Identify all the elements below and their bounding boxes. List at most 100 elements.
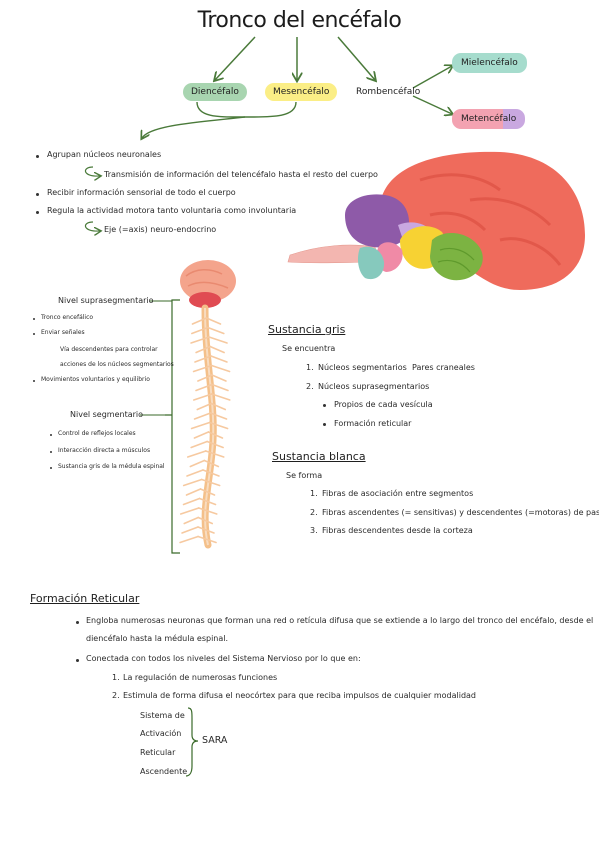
spinal-nerve — [182, 497, 201, 506]
spinal-nerve — [195, 383, 213, 392]
bullet — [33, 333, 35, 335]
hook-arrow-1 — [85, 166, 100, 176]
gris-item-1: Núcleos segmentarios — [318, 363, 407, 372]
brain-occipital — [345, 194, 410, 248]
gris-item-1-extra: Pares craneales — [412, 363, 475, 372]
spinal-nerve — [208, 336, 228, 344]
reticular-num-2: 2. — [112, 691, 120, 700]
bracket-spine-left — [165, 299, 180, 554]
spinal-nerve — [206, 440, 224, 449]
brain-cerebrum — [379, 151, 585, 290]
reticular-bullet2: Conectada con todos los niveles del Sist… — [86, 654, 361, 663]
arrow-to-functions — [142, 116, 246, 138]
bullet — [33, 318, 35, 320]
arrow-diencefalo — [215, 36, 256, 80]
blanca-num-2: 2. — [310, 508, 318, 517]
gris-num-2: 2. — [306, 382, 314, 391]
seg-item-1: Control de reflejos locales — [58, 430, 136, 437]
spinal-nerve — [199, 488, 216, 496]
bullet — [36, 211, 39, 214]
spinal-nerve — [197, 516, 214, 525]
spinal-nerve — [203, 459, 220, 468]
spinal-nerve — [191, 317, 208, 325]
subdivision-mielencefalo: Mielencéfalo — [452, 53, 527, 73]
spinal-nerve — [197, 535, 217, 544]
bullet — [76, 659, 79, 662]
spine-brain-head — [180, 260, 236, 302]
spinal-nerve — [207, 326, 225, 335]
gris-subitem-2: Formación reticular — [334, 419, 412, 428]
segmentario-title: Nivel segmentario — [70, 410, 144, 419]
brain-gyri — [419, 173, 562, 266]
bracket-sara — [185, 707, 199, 777]
division-diencefalo: Diencéfalo — [183, 83, 247, 101]
spinal-nerve — [210, 393, 231, 401]
spinal-nerve — [210, 355, 228, 363]
brain-cerebellum — [430, 233, 483, 281]
spine-brain-gyri — [185, 269, 229, 289]
bullet — [50, 434, 52, 436]
arrow-mielencefalo — [412, 66, 452, 89]
spinal-nerve — [202, 469, 220, 477]
spinal-nerve — [189, 459, 206, 468]
spinal-nerve — [196, 402, 213, 411]
sara-word-2: Activación — [140, 729, 182, 738]
sara-word-4: Ascendente — [140, 767, 188, 776]
reticular-title: Formación Reticular — [30, 592, 140, 605]
division-mesencefalo: Mesencéfalo — [265, 83, 338, 101]
spinal-nerve — [209, 412, 228, 420]
spinal-nerve — [200, 478, 221, 487]
spinal-nerve — [211, 374, 227, 382]
seg-item-3: Sustancia gris de la médula espinal — [58, 463, 165, 470]
spinal-nerve — [190, 336, 210, 344]
bullet — [76, 621, 79, 624]
blanca-num-1: 1. — [310, 489, 318, 498]
spinal-nerve — [192, 364, 213, 373]
function-item-2: Recibir información sensorial de todo el… — [47, 188, 236, 197]
sara-word-1: Sistema de — [140, 711, 185, 720]
gris-subitem-1: Propios de cada vesícula — [334, 400, 433, 409]
sara-acronym: SARA — [202, 735, 228, 746]
spinal-nerve — [211, 383, 229, 392]
bullet — [50, 467, 52, 469]
reticular-bullet1-line2: diencéfalo hasta la médula espinal. — [86, 634, 229, 643]
suprasegmentario-title: Nivel suprasegmentario — [58, 296, 154, 305]
reticular-item-2: Estimula de forma difusa el neocórtex pa… — [123, 691, 477, 700]
hook-arrow-2 — [85, 221, 100, 231]
spinal-nerve — [190, 421, 211, 430]
spinal-nerve — [186, 450, 207, 458]
blanca-item-3: Fibras descendentes desde la corteza — [322, 526, 473, 535]
spinal-nerves — [179, 317, 231, 544]
blanca-title: Sustancia blanca — [272, 450, 366, 463]
supra-item-2: Enviar señales — [41, 329, 85, 336]
function-item-3: Regula la actividad motora tanto volunta… — [47, 206, 297, 215]
spinal-nerve — [207, 431, 224, 439]
bullet — [36, 155, 39, 158]
spinal-nerve — [197, 374, 213, 382]
spinal-nerve — [204, 450, 225, 458]
supra-item-1: Tronco encefálico — [41, 314, 94, 321]
reticular-bullet1-line1: Engloba numerosas neuronas que forman un… — [86, 616, 594, 625]
spinal-nerve — [183, 516, 200, 525]
spinal-nerve — [191, 326, 209, 335]
function-sub-2: Eje (=axis) neuro-endocrino — [104, 225, 217, 234]
blanca-intro: Se forma — [286, 471, 323, 480]
bullet — [36, 193, 39, 196]
blanca-item-2: Fibras ascendentes (= sensitivas) y desc… — [322, 508, 599, 517]
spinal-nerve — [192, 393, 213, 401]
gris-num-1: 1. — [306, 363, 314, 372]
spinal-nerve — [197, 507, 218, 515]
reticular-item-1: La regulación de numerosas funciones — [123, 673, 278, 682]
spinal-nerve — [190, 440, 208, 449]
brain-medulla — [357, 246, 385, 280]
division-rombencefalo: Rombencéfalo — [356, 87, 421, 97]
gris-intro: Se encuentra — [282, 344, 336, 353]
function-item-1: Agrupan núcleos neuronales — [47, 150, 162, 159]
blanca-num-3: 3. — [310, 526, 318, 535]
bullet — [323, 404, 326, 407]
sara-word-3: Reticular — [140, 748, 176, 757]
seg-item-2: Interacción directa a músculos — [58, 447, 151, 454]
subdivision-metencefalo: Metencéfalo — [452, 109, 526, 129]
spinal-nerve — [186, 469, 204, 477]
